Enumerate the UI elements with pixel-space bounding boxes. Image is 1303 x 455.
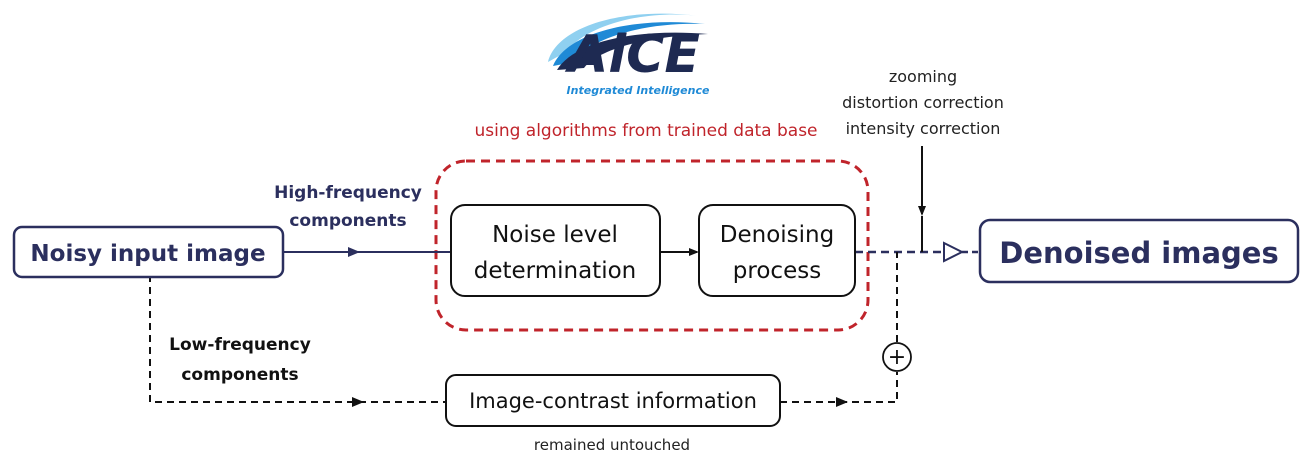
logo-swoosh-light: [548, 13, 700, 62]
algorithm-region: [434, 159, 870, 332]
contrast-arrowhead: [836, 397, 848, 407]
low-frequency-label: Low-frequency components: [169, 335, 311, 385]
input-box: Noisy input image: [12, 225, 285, 279]
noise-level-line1: Noise level: [492, 222, 618, 248]
high-frequency-label: High-frequency components: [274, 183, 422, 231]
low-frequency-path: [149, 275, 446, 403]
sum-circle: [882, 342, 912, 372]
untouched-note: remained untouched: [534, 436, 690, 454]
output-box-label: Denoised images: [999, 236, 1278, 270]
correction-intensity: intensity correction: [846, 119, 1001, 138]
corrections-note: zooming distortion correction intensity …: [842, 67, 1004, 138]
high-frequency-line2: components: [289, 211, 406, 231]
contrast-box-label: Image-contrast information: [469, 389, 757, 413]
low-frequency-line2: components: [181, 365, 298, 385]
correction-distortion: distortion correction: [842, 93, 1004, 112]
logo-swoosh-dark: [557, 32, 708, 70]
logo-tagline: Integrated Intelligence: [567, 84, 710, 97]
denoising-box: Denoising process: [698, 204, 856, 297]
input-box-label: Noisy input image: [30, 241, 265, 267]
correction-zooming: zooming: [889, 67, 957, 86]
high-frequency-line1: High-frequency: [274, 183, 422, 203]
output-box: Denoised images: [978, 218, 1300, 284]
noise-level-box: Noise level determination: [450, 204, 661, 297]
sum-plus-sign: +: [888, 345, 906, 370]
sum-node: +: [882, 342, 912, 372]
output-open-arrowhead: [943, 241, 965, 263]
denoising-line1: Denoising: [720, 222, 834, 248]
low-frequency-line1: Low-frequency: [169, 335, 311, 355]
contrast-box: Image-contrast information: [445, 374, 781, 427]
algorithms-note: using algorithms from trained data base: [474, 121, 817, 141]
logo-wordmark: AiCE: [564, 25, 700, 85]
aice-logo: AiCE Integrated Intelligence: [548, 13, 710, 97]
noise-level-line2: determination: [474, 258, 637, 284]
low-frequency-arrowhead: [352, 397, 364, 407]
high-frequency-arrowhead: [348, 247, 360, 257]
denoising-line2: process: [733, 258, 821, 284]
contrast-to-combiner-path: [780, 372, 898, 403]
